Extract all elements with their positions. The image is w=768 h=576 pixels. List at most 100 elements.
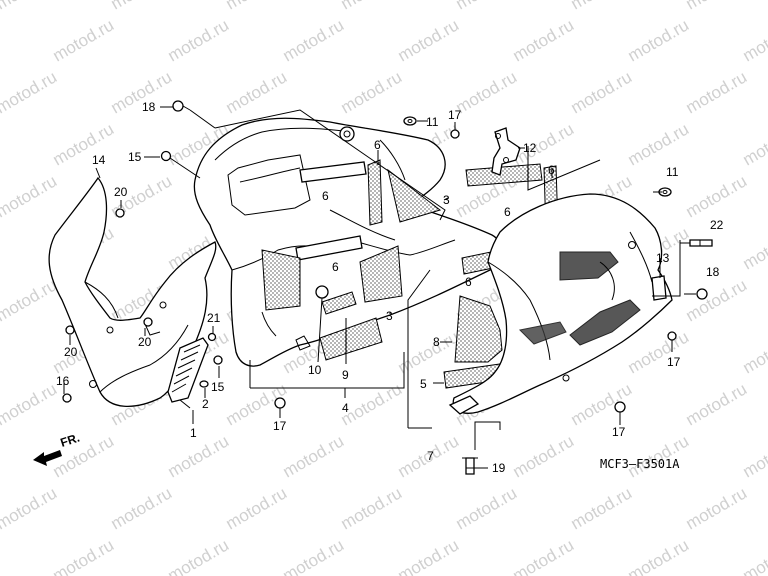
screw-21 bbox=[207, 332, 217, 342]
watermark-text: motod.ru bbox=[625, 15, 693, 65]
watermark-text: motod.ru bbox=[0, 483, 60, 533]
watermark-text: motod.ru bbox=[395, 15, 463, 65]
watermark-text: motod.ru bbox=[280, 535, 348, 576]
diagram-code: MCF3–F3501A bbox=[600, 457, 680, 471]
watermark-text: motod.ru bbox=[50, 15, 118, 65]
callout-20a: 20 bbox=[114, 185, 128, 199]
callout-labels: 1 2 3 3 4 5 6 6 6 6 6 6 7 8 9 10 11 11 1… bbox=[56, 100, 724, 475]
watermark-text: motod.ru bbox=[568, 67, 636, 117]
watermark-text: motod.ru bbox=[510, 15, 578, 65]
callout-17d: 17 bbox=[273, 419, 287, 433]
watermark-text: motod.ru bbox=[0, 15, 2, 65]
watermark-text: motod.ru bbox=[0, 171, 60, 221]
callout-11b: 11 bbox=[666, 165, 679, 179]
callout-19: 19 bbox=[492, 461, 506, 475]
watermark-text: motod.ru bbox=[280, 431, 348, 481]
callout-20c: 20 bbox=[138, 335, 152, 349]
watermark-text: motod.ru bbox=[0, 379, 60, 429]
right-lower-cowl bbox=[448, 193, 673, 415]
bolt-15-top bbox=[160, 150, 177, 163]
grommet-top bbox=[339, 126, 355, 142]
watermark-text: motod.ru bbox=[740, 431, 768, 481]
watermark-text: motod.ru bbox=[453, 67, 521, 117]
fasteners bbox=[62, 100, 713, 475]
callout-6d: 6 bbox=[504, 205, 511, 219]
watermark-text: motod.ru bbox=[683, 275, 751, 325]
watermark-text: motod.ru bbox=[510, 119, 578, 169]
watermark-text: motod.ru bbox=[683, 67, 751, 117]
watermark-text: motod.ru bbox=[740, 223, 768, 273]
watermark-text: motod.ru bbox=[108, 483, 176, 533]
callout-20b: 20 bbox=[64, 345, 78, 359]
callout-21: 21 bbox=[207, 311, 221, 325]
callout-18b: 18 bbox=[706, 265, 720, 279]
watermark-text: motod.ru bbox=[50, 119, 118, 169]
leader-lines bbox=[63, 106, 696, 469]
bolt-18-right bbox=[696, 288, 708, 300]
watermark-text: motod.ru bbox=[625, 535, 693, 576]
watermark-text: motod.ru bbox=[50, 535, 118, 576]
callout-17b: 17 bbox=[667, 355, 681, 369]
callout-18a: 18 bbox=[142, 100, 156, 114]
callout-5: 5 bbox=[420, 377, 427, 391]
callout-7: 7 bbox=[427, 449, 434, 463]
clip-17-right bbox=[667, 331, 677, 341]
callout-17a: 17 bbox=[448, 108, 462, 122]
watermark-text: motod.ru bbox=[165, 535, 233, 576]
stay-bracket bbox=[491, 127, 521, 176]
watermark-text: motod.ru bbox=[395, 327, 463, 377]
bolt-18-top bbox=[172, 100, 191, 112]
callout-11a: 11 bbox=[426, 115, 439, 129]
callout-6e: 6 bbox=[548, 163, 555, 177]
callout-3a: 3 bbox=[443, 193, 450, 207]
watermark-text: motod.ru bbox=[165, 15, 233, 65]
screw-20c bbox=[143, 317, 153, 327]
watermark-text: motod.ru bbox=[165, 431, 233, 481]
intake-grille bbox=[167, 337, 209, 409]
watermark-text: motod.ru bbox=[338, 483, 406, 533]
callout-1: 1 bbox=[190, 426, 197, 440]
callout-6c: 6 bbox=[332, 260, 339, 274]
grommet-2 bbox=[199, 380, 209, 388]
callout-17c: 17 bbox=[612, 425, 626, 439]
watermark-text: motod.ru bbox=[740, 15, 768, 65]
callout-10: 10 bbox=[308, 363, 322, 377]
callout-15b: 15 bbox=[211, 380, 225, 394]
washer-11-top bbox=[403, 116, 417, 126]
watermark-text: motod.ru bbox=[223, 483, 291, 533]
callout-9: 9 bbox=[342, 368, 349, 382]
watermark-text: motod.ru bbox=[683, 0, 751, 13]
watermark-text: motod.ru bbox=[683, 379, 751, 429]
clip-17-bottom bbox=[274, 397, 286, 409]
watermark-text: motod.ru bbox=[0, 67, 60, 117]
left-lower-cowl bbox=[48, 176, 217, 408]
callout-2: 2 bbox=[202, 397, 209, 411]
watermark-text: motod.ru bbox=[453, 0, 521, 13]
watermark-text: motod.ru bbox=[740, 535, 768, 576]
screw-20a bbox=[115, 208, 125, 218]
callout-6b: 6 bbox=[374, 138, 381, 152]
bolt-19 bbox=[462, 457, 478, 475]
callout-12: 12 bbox=[523, 141, 537, 155]
watermark-text: motod.ru bbox=[0, 431, 2, 481]
screw-16 bbox=[62, 393, 72, 403]
clip-17-top bbox=[450, 129, 460, 139]
callout-6a: 6 bbox=[322, 189, 329, 203]
watermark-text: motod.ru bbox=[510, 535, 578, 576]
callout-14: 14 bbox=[92, 153, 106, 167]
watermark-text: motod.ru bbox=[453, 483, 521, 533]
callout-16: 16 bbox=[56, 374, 70, 388]
front-arrow: FR. bbox=[33, 431, 81, 466]
callout-13: 13 bbox=[656, 251, 670, 265]
bolt-22 bbox=[689, 239, 713, 247]
watermark-text: motod.ru bbox=[108, 0, 176, 13]
watermark-text: motod.ru bbox=[625, 327, 693, 377]
watermark-text: motod.ru bbox=[223, 67, 291, 117]
watermark-text: motod.ru bbox=[510, 431, 578, 481]
callout-8: 8 bbox=[433, 335, 440, 349]
watermark-text: motod.ru bbox=[0, 119, 2, 169]
watermark-text: motod.ru bbox=[683, 483, 751, 533]
screw-20b bbox=[65, 325, 75, 335]
cushion-pads bbox=[261, 159, 559, 389]
watermark-text: motod.ru bbox=[0, 275, 60, 325]
